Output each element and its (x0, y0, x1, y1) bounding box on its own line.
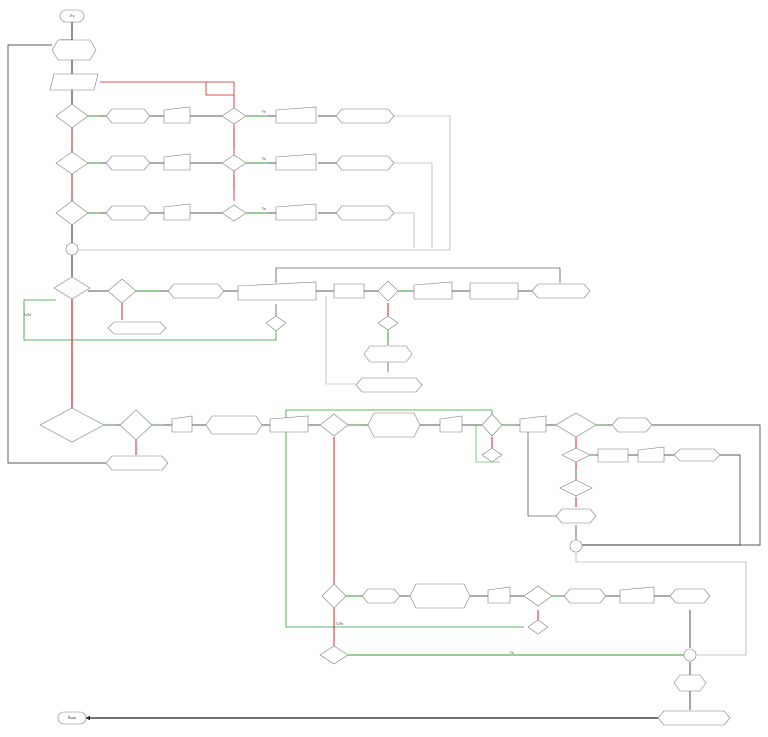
decision-12 (481, 447, 503, 463)
manual-input-9 (519, 415, 547, 433)
manual-input-6 (171, 415, 193, 433)
display-node-3 (105, 205, 151, 221)
process-node-2 (469, 282, 519, 300)
display-node-11 (611, 417, 653, 433)
display-node-row-1 (335, 108, 395, 124)
decision-1 (55, 103, 89, 129)
decision-19 (319, 645, 349, 665)
display-node-8 (355, 377, 423, 393)
manual-input-7 (269, 415, 309, 433)
decision-13 (555, 412, 597, 438)
display-node-16 (409, 583, 471, 609)
display-node-9 (205, 415, 263, 435)
display-node-7 (363, 345, 413, 363)
preparation-node (51, 39, 97, 61)
manual-input-row-2 (275, 153, 317, 171)
start-terminal (59, 9, 85, 23)
process-node-3 (597, 448, 629, 463)
nodes: เริ่ม (39, 9, 731, 726)
end-terminal (57, 711, 87, 725)
decision-row-3 (221, 204, 247, 222)
no-label-2: ไม่ใช่ (335, 622, 343, 626)
display-node-4 (167, 283, 225, 299)
decision-row-2 (221, 154, 247, 172)
end-label: สิ้นสุด (68, 715, 76, 721)
decision-6 (377, 280, 399, 302)
display-node-18 (669, 588, 711, 604)
manual-input-1 (163, 106, 191, 124)
display-node-row-3 (335, 205, 395, 221)
display-node-13 (555, 508, 597, 524)
edge-labels: ใช่ ใช่ ใช่ ไม่ใช่ ใช่ ไม่ใช่ (23, 110, 514, 655)
manual-input-2 (163, 153, 191, 171)
decision-2 (55, 151, 89, 175)
yes-label-4: ใช่ (510, 651, 514, 655)
process-node-1 (333, 283, 365, 299)
manual-input-row-1 (275, 106, 317, 124)
decision-11 (481, 413, 503, 437)
decision-7 (265, 315, 287, 332)
display-node-14 (105, 455, 169, 471)
display-node-5 (531, 283, 591, 299)
display-node-15 (361, 588, 401, 604)
merge-connector-1 (65, 242, 79, 256)
manual-input-4 (237, 281, 317, 301)
decision-4 (53, 276, 91, 300)
yes-label-3: ใช่ (262, 207, 266, 211)
connectors (7, 22, 761, 721)
decision-5 (107, 278, 137, 304)
manual-input-row-3 (275, 203, 317, 221)
manual-input-3 (163, 203, 191, 221)
decision-9 (119, 409, 153, 441)
display-node-12 (673, 448, 721, 462)
display-node-2 (105, 155, 151, 171)
decision-15 (559, 479, 593, 497)
decision-14 (561, 447, 591, 463)
display-node-10 (367, 412, 421, 438)
merge-connector-3 (683, 648, 697, 662)
manual-input-12 (619, 586, 655, 604)
display-node-20 (657, 710, 731, 726)
manual-input-5 (413, 281, 453, 300)
start-label: เริ่ม (70, 13, 75, 18)
decision-8 (377, 315, 399, 331)
decision-3 (55, 200, 89, 226)
no-label-1: ไม่ใช่ (23, 313, 31, 317)
manual-input-8 (439, 415, 463, 433)
yes-label-1: ใช่ (262, 110, 266, 114)
yes-label-2: ใช่ (262, 157, 266, 161)
display-node-row-2 (335, 155, 395, 171)
decision-17 (523, 585, 553, 607)
display-node-1 (105, 108, 151, 124)
input-node (49, 73, 99, 91)
decision-16 (321, 583, 347, 609)
display-node-6 (107, 321, 167, 335)
decision-row-1 (221, 107, 247, 125)
decision-10 (319, 413, 349, 437)
decision-18 (527, 619, 549, 635)
decision-big (39, 407, 105, 443)
manual-input-10 (637, 446, 665, 463)
display-node-17 (563, 588, 607, 604)
merge-connector-2 (569, 539, 583, 553)
display-node-19 (673, 674, 707, 692)
manual-input-11 (487, 586, 511, 604)
